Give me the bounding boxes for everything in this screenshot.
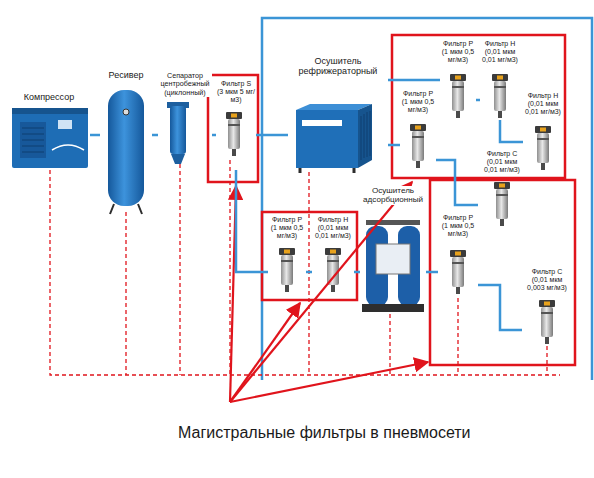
line-filter: Фильтр Р(1 мкм 0,5 мг/м3) (268, 216, 306, 296)
pointer-arrow (230, 182, 412, 402)
receiver-tank (108, 90, 144, 206)
drain-line (389, 314, 390, 375)
filter-symbol (535, 126, 551, 170)
filter-symbol (410, 124, 426, 168)
highlight-frame (208, 75, 258, 182)
dryer-side (358, 104, 372, 168)
pipe-connector (476, 99, 480, 102)
line-filter: Фильтр Р(1 мкм 0,5 мг/м3) (438, 214, 478, 304)
equipment-label: Компрессор (8, 92, 90, 102)
spec-text: (0,01 мкм 0,01 мг/м3) (480, 48, 520, 64)
dryer-body (296, 110, 358, 168)
spec-text: (0,01 мкм 0,01 мг/м3) (523, 100, 563, 116)
desiccant-dryer: Осушитель адсорбционный (360, 186, 426, 321)
highlight-frame (262, 212, 357, 300)
compressor-grill (20, 122, 46, 158)
line-filter: Фильтр С(0,01 мкм 0,01 мг/м3) (478, 150, 526, 235)
equipment-label: Осушитель адсорбционный (360, 186, 426, 205)
pointer-arrow (230, 303, 300, 402)
pipe-connector (306, 271, 312, 274)
pipe-connector (212, 134, 216, 137)
equipment-label: Осушитель рефрижераторный (288, 56, 388, 77)
line-filter: Фильтр Р(1 мкм 0,5 мг/м3) (440, 40, 476, 120)
pipe-connector (236, 170, 268, 272)
pipe-connector (426, 271, 438, 274)
receiver-gauge (123, 109, 129, 115)
filter-symbol (450, 250, 466, 294)
filter-symbol (492, 74, 508, 118)
caption: Магистральные фильтры в пневмосети (178, 424, 471, 442)
spec-text: (3 мкм 5 мг/м3) (216, 88, 256, 104)
equipment-label: Фильтр S (216, 80, 256, 88)
pointer-arrow (230, 362, 428, 402)
equipment-label: Сепаратор центробежный (циклонный) (158, 72, 212, 97)
dryer-feet (300, 168, 354, 173)
drain-line (229, 160, 230, 375)
spec-text: (1 мкм 0,5 мг/м3) (400, 98, 436, 114)
filter-symbol (450, 74, 466, 118)
spec-text: (1 мкм 0,5 мг/м3) (438, 222, 478, 238)
equipment-label: Ресивер (100, 70, 152, 80)
filter-symbol (279, 248, 295, 292)
dryer-logo (302, 120, 342, 126)
line-filter: Фильтр Н(0,01 мкм 0,01 мг/м3) (480, 40, 520, 120)
drain-line (457, 298, 458, 375)
pipe-connector (256, 134, 288, 137)
compressor-logo (52, 145, 84, 150)
dryer-grill (361, 111, 370, 160)
drain-line (308, 172, 309, 375)
line-filter: Фильтр Н(0,01 мкм 0,01 мг/м3) (523, 92, 563, 172)
dryer-panel (376, 244, 410, 274)
spec-text: (0,01 мкм 0,003 мг/м3) (522, 276, 572, 292)
line-filter: Фильтр С(0,01 мкм 0,003 мг/м3) (522, 268, 572, 363)
pipe-connector (388, 79, 440, 82)
refrigerated-dryer: Осушитель рефрижераторный (288, 56, 388, 176)
highlight-frame (430, 180, 575, 365)
equipment-label: Фильтр Р (438, 214, 478, 222)
compressor-display (58, 120, 72, 129)
line-filter: Фильтр Н(0,01 мкм 0,01 мг/м3) (312, 216, 354, 296)
drain-line (546, 346, 547, 375)
line-filter: Фильтр Р(1 мкм 0,5 мг/м3) (400, 90, 436, 170)
spec-text: (1 мкм 0,5 мг/м3) (268, 224, 306, 240)
equipment-label: Фильтр Н (480, 40, 520, 48)
compressor-body (12, 108, 88, 168)
pipe-connector (152, 134, 158, 137)
separator-unit: Сепаратор центробежный (циклонный) (158, 72, 212, 172)
spec-text: (0,01 мкм 0,01 мг/м3) (312, 224, 354, 240)
dryer-base (362, 304, 424, 312)
equipment-label: Фильтр Р (400, 90, 436, 98)
filter-symbol (539, 300, 555, 344)
filter-symbol (226, 112, 242, 156)
receiver-legs (110, 204, 142, 214)
equipment-label: Фильтр Н (312, 216, 354, 224)
pipe-connector (388, 144, 400, 147)
highlight-frame (392, 35, 565, 178)
equipment-label: Фильтр Н (523, 92, 563, 100)
drain-line (179, 164, 180, 375)
equipment-label: Фильтр С (478, 150, 526, 158)
pipe-connector (90, 134, 100, 137)
pipe-connector (354, 271, 360, 274)
pipe-connector (436, 160, 478, 205)
receiver-unit: Ресивер (100, 70, 152, 220)
spec-text: (1 мкм 0,5 мг/м3) (440, 48, 476, 64)
equipment-label: Фильтр Р (440, 40, 476, 48)
pipe-connector (500, 120, 523, 142)
separator-body (170, 106, 186, 154)
compressor-unit: Компрессор (8, 92, 90, 172)
drain-line (125, 212, 126, 375)
filter-symbol (494, 182, 510, 226)
dryer-manifold (366, 220, 420, 225)
grill-lines (22, 128, 44, 152)
pipe-network (262, 18, 592, 380)
spec-text: (0,01 мкм 0,01 мг/м3) (478, 158, 526, 174)
equipment-label: Фильтр Р (268, 216, 306, 224)
equipment-label: Фильтр С (522, 268, 572, 276)
compressor-top (12, 108, 88, 114)
separator-cone (171, 154, 185, 164)
line-filter: Фильтр S(3 мкм 5 мг/м3) (216, 80, 256, 170)
pipe-connector (478, 285, 522, 330)
